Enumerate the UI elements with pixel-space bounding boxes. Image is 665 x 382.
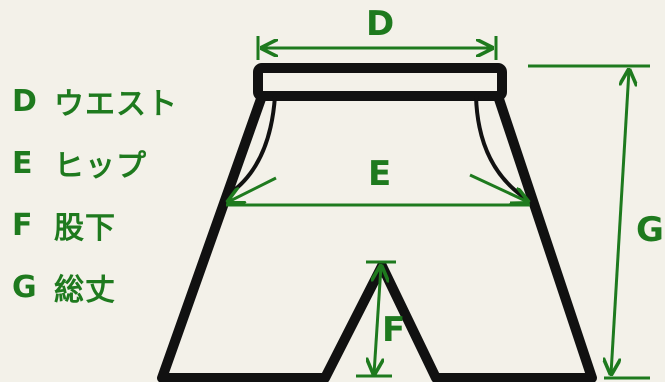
- legend-text: 股下: [54, 211, 116, 246]
- waistband: [253, 63, 507, 101]
- legend-key: E: [12, 145, 33, 181]
- legend-row-waist: D ウエスト: [12, 70, 212, 132]
- inseam-label: F: [382, 310, 406, 350]
- length-label: G: [636, 210, 664, 250]
- measurement-legend: D ウエスト E ヒップ F 股下 G 総丈: [12, 70, 212, 318]
- waist-measure: [256, 36, 498, 60]
- legend-row-inseam: F 股下: [12, 194, 212, 256]
- legend-row-hip: E ヒップ: [12, 132, 212, 194]
- length-measure: [528, 64, 650, 380]
- legend-key: F: [12, 207, 33, 243]
- hip-measure: [226, 173, 530, 207]
- legend-text: 総丈: [54, 273, 116, 308]
- hip-label: E: [368, 154, 392, 194]
- inseam-measure: [356, 260, 396, 378]
- shorts-outline: [157, 91, 597, 382]
- legend-text: ヒップ: [54, 149, 147, 184]
- legend-text: ウエスト: [54, 87, 178, 122]
- legend-key: D: [12, 83, 37, 119]
- legend-row-length: G 総丈: [12, 256, 212, 318]
- legend-key: G: [12, 269, 37, 305]
- waist-label: D: [366, 4, 395, 44]
